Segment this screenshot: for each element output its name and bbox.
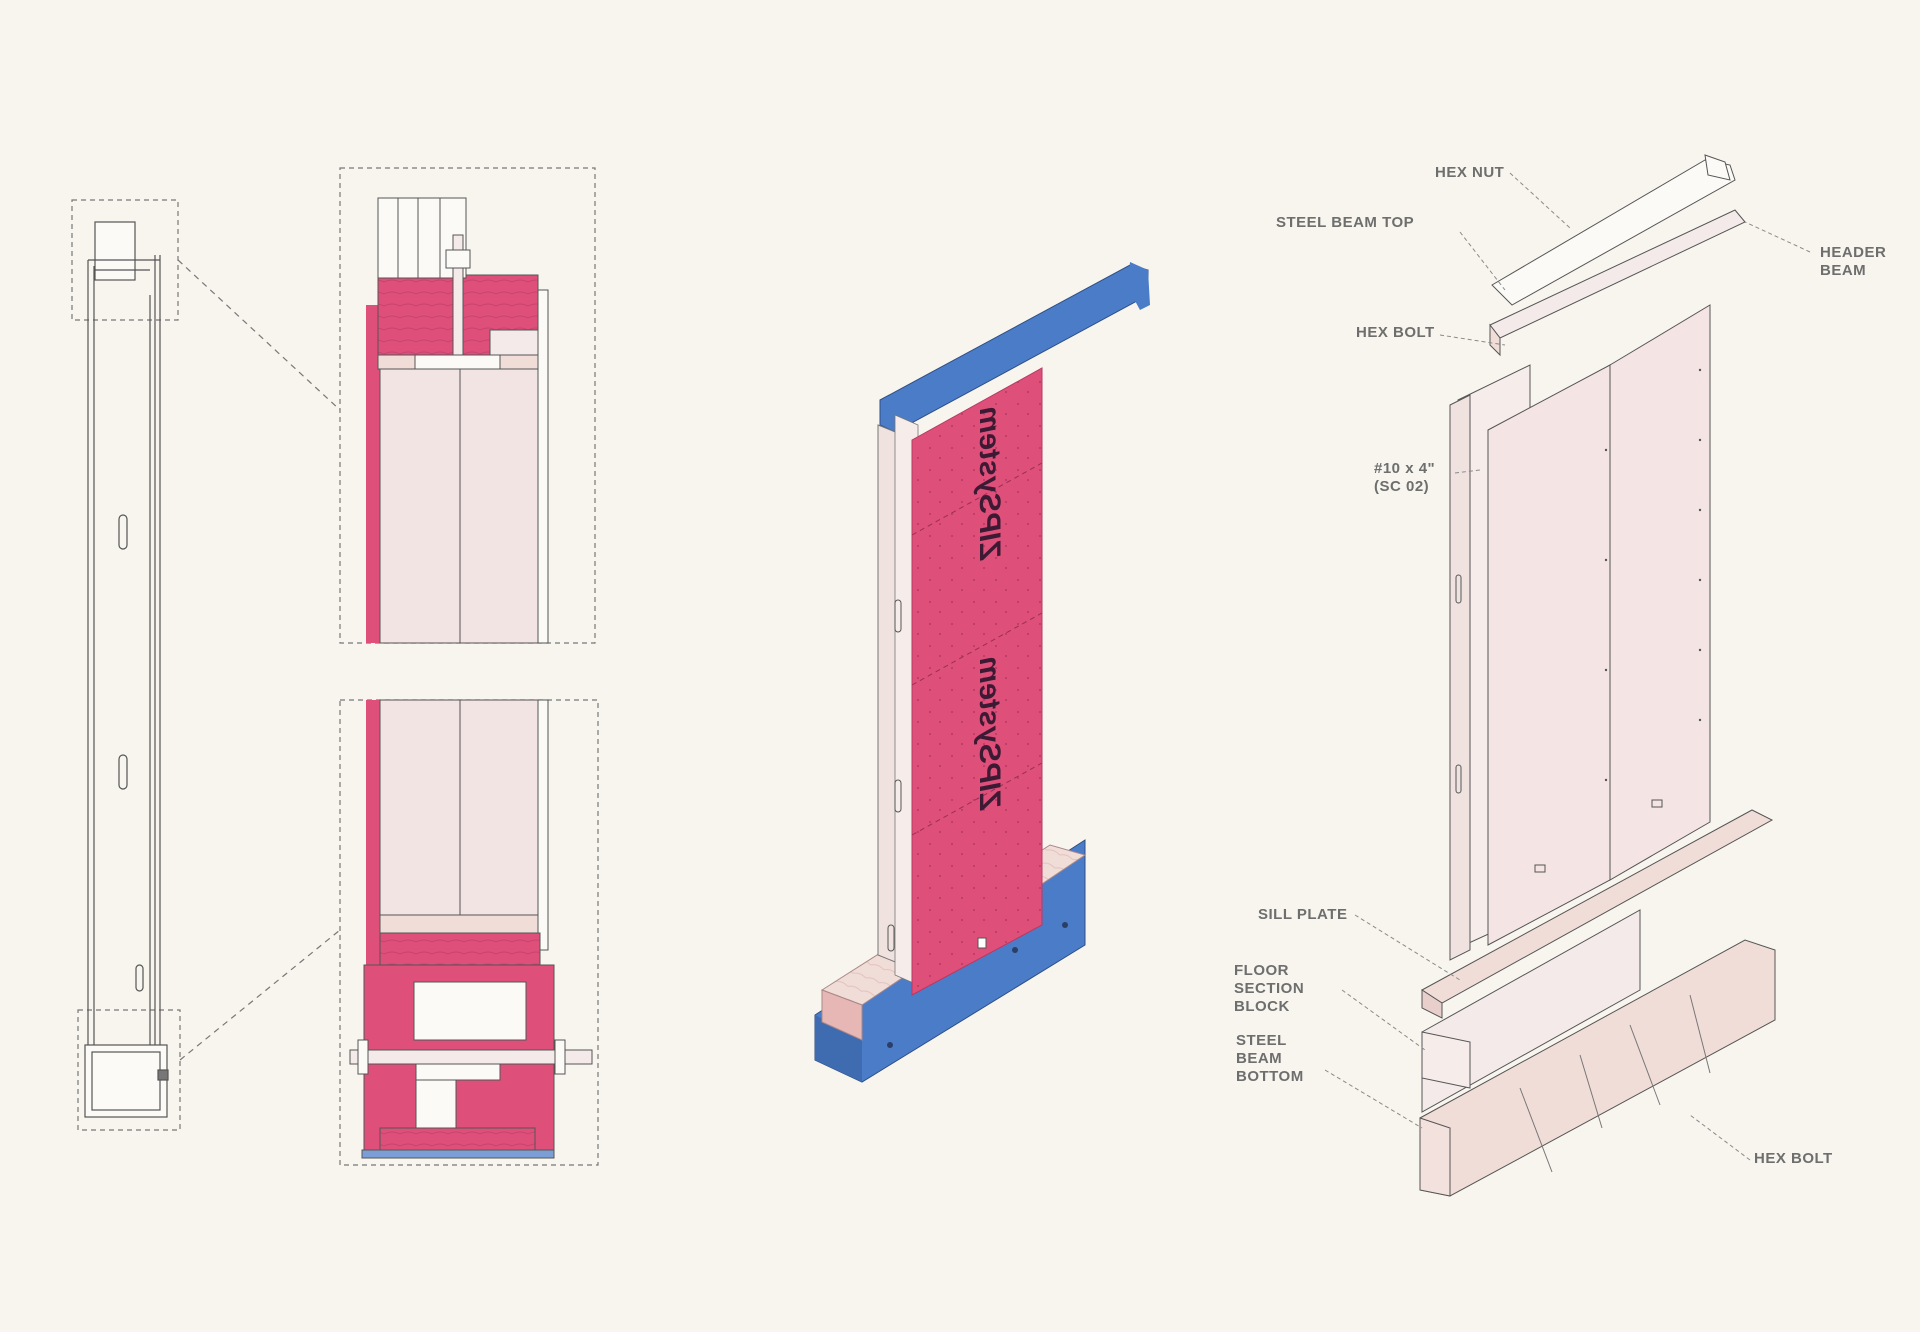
label-steel-beam-bottom: STEEL BEAM BOTTOM xyxy=(1236,1032,1304,1085)
label-steel-beam-top: STEEL BEAM TOP xyxy=(1276,214,1415,231)
label-hex-nut: HEX NUT xyxy=(1435,164,1505,181)
wire-slot-lower xyxy=(135,964,144,992)
label-floor-section-block: FLOOR SECTION BLOCK xyxy=(1234,962,1305,1015)
top-plate-block xyxy=(94,221,136,281)
floor-block xyxy=(84,1044,168,1118)
zip-brand-text-upper: ZIPSystem xyxy=(973,407,1006,561)
sheathing-strip-bottom xyxy=(366,700,380,1000)
leader-lines xyxy=(1324,172,1811,1161)
wire-slot-upper xyxy=(118,514,128,550)
bottom-detail-section xyxy=(339,699,599,1166)
sheathing-strip-top xyxy=(366,305,380,643)
bottom-callout-box xyxy=(77,1009,181,1131)
wire-slot-middle xyxy=(118,754,128,790)
label-sill-plate: SILL PLATE xyxy=(1258,906,1348,923)
label-hex-bolt-bottom: HEX BOLT xyxy=(1754,1150,1833,1167)
zip-brand-text-lower: ZIPSystem xyxy=(973,657,1006,811)
exploded-assembly xyxy=(1419,154,1776,1197)
label-screw-spec: #10 x 4" (SC 02) xyxy=(1374,460,1436,495)
full-wall-section xyxy=(71,199,341,1131)
label-hex-bolt-top: HEX BOLT xyxy=(1356,324,1435,341)
label-header-beam: HEADER BEAM xyxy=(1820,244,1887,279)
isometric-assembly-colored: ZIPSystem ZIPSystem xyxy=(814,262,1150,1083)
top-detail-section xyxy=(339,167,596,644)
